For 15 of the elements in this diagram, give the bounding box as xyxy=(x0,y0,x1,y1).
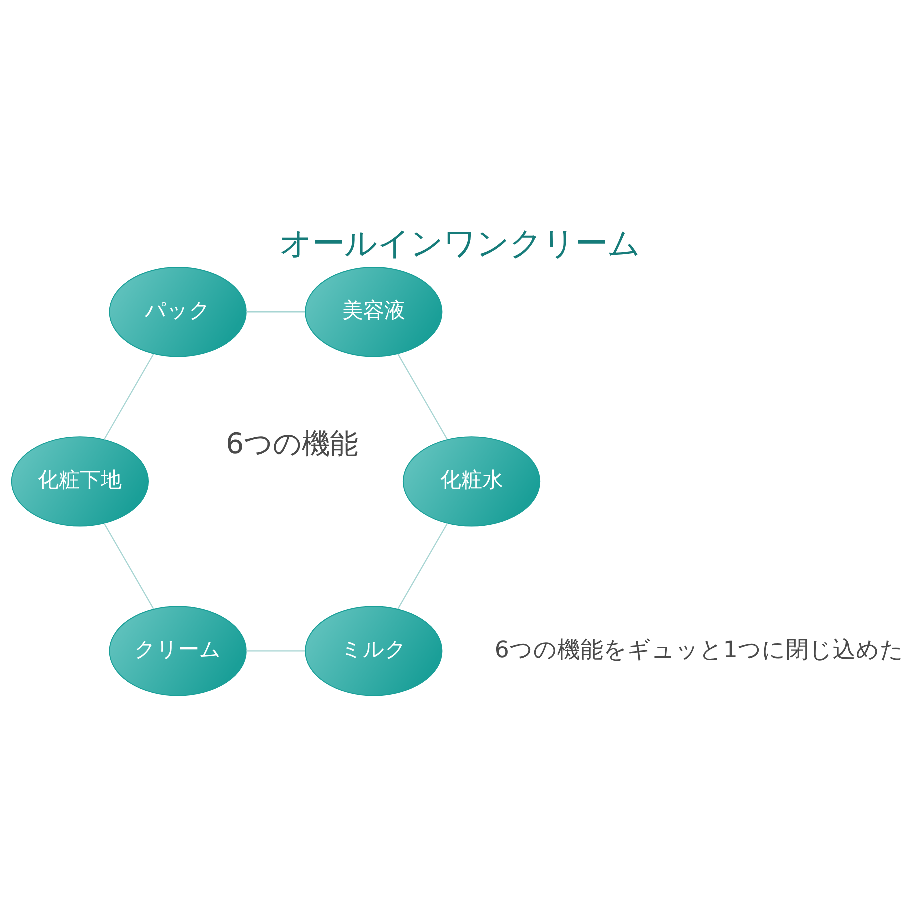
connector xyxy=(398,353,448,440)
connector xyxy=(246,650,306,652)
diagram-title: オールインワンクリーム xyxy=(280,224,640,262)
label: 6つの機能をギュッと1つに閉じ込めた xyxy=(494,636,904,663)
label: 6つの機能 xyxy=(226,427,358,460)
connector xyxy=(246,311,306,312)
connector xyxy=(104,522,154,610)
node-ellipse: 化粧下地 xyxy=(11,436,149,526)
node-ellipse: パック xyxy=(109,266,247,357)
node-ellipse: 化粧水 xyxy=(402,436,541,526)
connector xyxy=(398,522,448,609)
connector xyxy=(104,353,154,440)
node-ellipse: クリーム xyxy=(109,606,247,696)
node-ellipse: 美容液 xyxy=(305,266,443,357)
node-ellipse: ミルク xyxy=(305,606,443,696)
